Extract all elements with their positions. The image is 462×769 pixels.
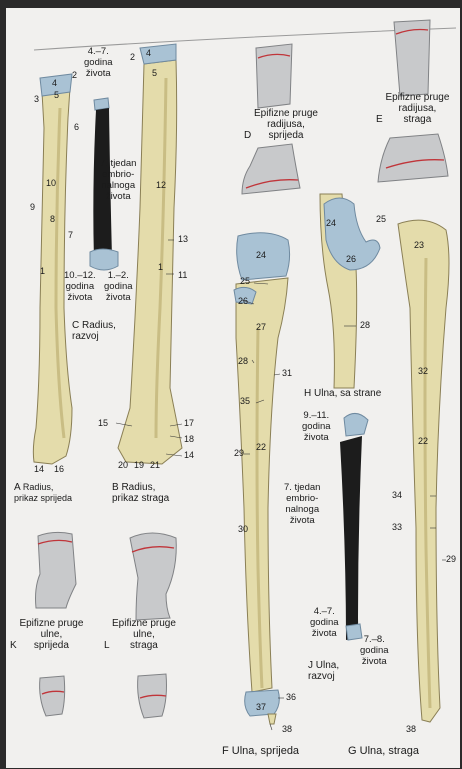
atlas-page: A Radius, prikaz sprijeda B Radius, prik… bbox=[6, 8, 460, 768]
num-h24: 24 bbox=[326, 218, 336, 228]
num-g29: 29 bbox=[446, 554, 456, 564]
ulna-g-shaft bbox=[398, 220, 449, 722]
num-a7: 7 bbox=[68, 230, 73, 240]
num-g38: 38 bbox=[406, 724, 416, 734]
num-g23: 23 bbox=[414, 240, 424, 250]
caption-a: A Radius, prikaz sprijeda bbox=[14, 482, 72, 504]
num-a2: 2 bbox=[72, 70, 77, 80]
ulna-dev-top-label: 9.–11. godina života bbox=[302, 410, 331, 443]
ulna-l-top bbox=[130, 533, 176, 620]
ulna-j-ossification bbox=[340, 436, 362, 640]
num-f30: 30 bbox=[238, 524, 248, 534]
radius-b-shaft bbox=[118, 60, 182, 464]
caption-k: K Epifizne pruge ulne, sprijeda bbox=[10, 618, 83, 651]
num-f35: 35 bbox=[240, 396, 250, 406]
ulna-posterior-drawing bbox=[398, 220, 449, 722]
radius-dev-bottom-right-label: 1.–2. godina života bbox=[104, 270, 133, 303]
num-h25: 25 bbox=[376, 214, 386, 224]
caption-l: L Epifizne pruge ulne, straga bbox=[104, 618, 176, 651]
num-b4: 4 bbox=[146, 48, 151, 58]
caption-e: E Epifizne pruge radijusa, straga bbox=[376, 92, 449, 125]
radius-c-bottom-cartilage bbox=[90, 249, 118, 270]
caption-d: D Epifizne pruge radijusa, sprijeda bbox=[244, 108, 318, 141]
num-a10: 10 bbox=[46, 178, 56, 188]
num-b1: 1 bbox=[158, 262, 163, 272]
num-b13: 13 bbox=[178, 234, 188, 244]
num-b15: 15 bbox=[98, 418, 108, 428]
caption-g: G Ulna, straga bbox=[348, 746, 419, 757]
radius-dev-mid-label: 7. tjedan embrio- nalnoga života bbox=[100, 158, 136, 202]
num-g32: 32 bbox=[418, 366, 428, 376]
ulna-anterior-drawing bbox=[234, 233, 290, 724]
num-f31: 31 bbox=[282, 368, 292, 378]
radius-dev-top-label: 4.–7. godina života bbox=[84, 46, 113, 79]
num-a14: 14 bbox=[34, 464, 44, 474]
radius-d-top bbox=[256, 44, 292, 108]
num-f28: 28 bbox=[238, 356, 248, 366]
caption-h: H Ulna, sa strane bbox=[304, 388, 381, 399]
radius-e-top bbox=[394, 20, 430, 96]
num-a9: 9 bbox=[30, 202, 35, 212]
num-b17: 17 bbox=[184, 418, 194, 428]
ulna-k-top bbox=[36, 532, 77, 608]
num-a3: 3 bbox=[34, 94, 39, 104]
num-a8: 8 bbox=[50, 214, 55, 224]
num-b14: 14 bbox=[184, 450, 194, 460]
num-f25: 25 bbox=[240, 276, 250, 286]
ulna-j-top-cartilage bbox=[344, 413, 368, 436]
num-f24: 24 bbox=[256, 250, 266, 260]
num-b21: 21 bbox=[150, 460, 160, 470]
ulna-f-styloid bbox=[268, 714, 276, 724]
num-b19: 19 bbox=[134, 460, 144, 470]
num-a5: 5 bbox=[54, 90, 59, 100]
num-b12: 12 bbox=[156, 180, 166, 190]
caption-j: J Ulna, razvoj bbox=[308, 660, 339, 682]
num-b20: 20 bbox=[118, 460, 128, 470]
num-g22: 22 bbox=[418, 436, 428, 446]
ulna-dev-bottom-left-label: 4.–7. godina života bbox=[310, 606, 339, 639]
num-b18: 18 bbox=[184, 434, 194, 444]
num-f22: 22 bbox=[256, 442, 266, 452]
num-b2: 2 bbox=[130, 52, 135, 62]
num-a16: 16 bbox=[54, 464, 64, 474]
num-g33: 33 bbox=[392, 522, 402, 532]
caption-c: C Radius, razvoj bbox=[72, 320, 116, 342]
radius-dev-bottom-left-label: 10.–12. godina života bbox=[64, 270, 96, 303]
ulna-dev-mid-label: 7. tjedan embrio- nalnoga života bbox=[284, 482, 320, 526]
ulna-dev-bottom-right-label: 7.–8. godina života bbox=[360, 634, 389, 667]
num-f27: 27 bbox=[256, 322, 266, 332]
num-g34: 34 bbox=[392, 490, 402, 500]
num-f38: 38 bbox=[282, 724, 292, 734]
radius-posterior-drawing bbox=[118, 44, 182, 464]
num-a1: 1 bbox=[40, 266, 45, 276]
caption-b: B Radius, prikaz straga bbox=[112, 482, 169, 504]
num-a6: 6 bbox=[74, 122, 79, 132]
num-h26: 26 bbox=[346, 254, 356, 264]
ulna-f-shaft bbox=[236, 278, 288, 692]
num-f36: 36 bbox=[286, 692, 296, 702]
num-f37: 37 bbox=[256, 702, 266, 712]
num-b5: 5 bbox=[152, 68, 157, 78]
num-a4: 4 bbox=[52, 78, 57, 88]
num-h28: 28 bbox=[360, 320, 370, 330]
radius-c-top-cartilage bbox=[94, 98, 109, 110]
num-f26: 26 bbox=[238, 296, 248, 306]
caption-f: F Ulna, sprijeda bbox=[222, 746, 299, 757]
num-b11: 11 bbox=[178, 270, 187, 280]
radius-e-bottom bbox=[378, 134, 448, 182]
ulna-development-drawing bbox=[340, 413, 368, 640]
num-f29: 29 bbox=[234, 448, 244, 458]
ulna-k-bottom bbox=[40, 676, 65, 716]
